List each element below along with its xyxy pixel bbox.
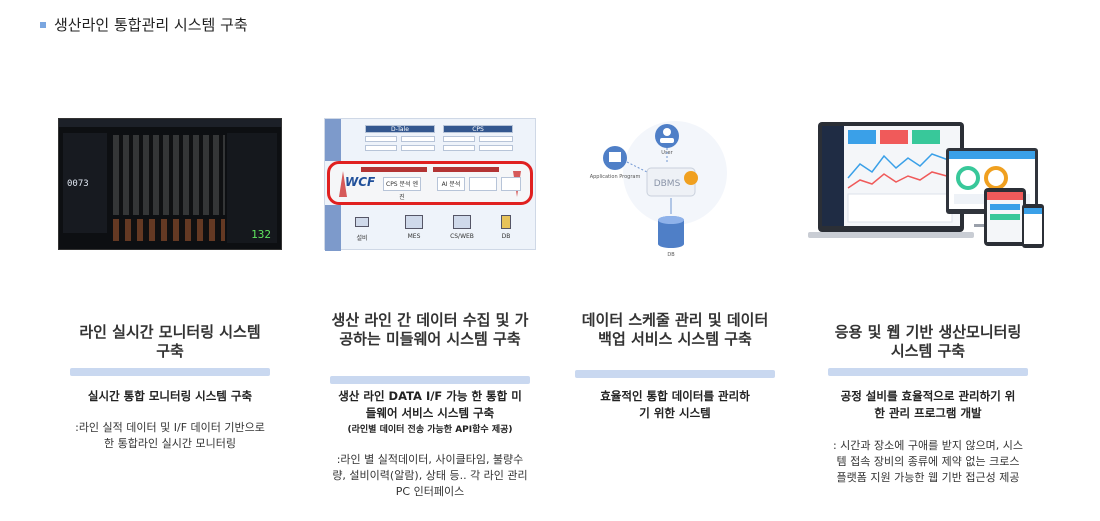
section-title: 생산라인 통합관리 시스템 구축: [54, 16, 248, 34]
feature-title: 생산 라인 간 데이터 수집 및 가공하는 미들웨어 시스템 구축: [331, 311, 529, 348]
section-header: 생산라인 통합관리 시스템 구축: [40, 14, 248, 35]
feature-subtitle: 공정 설비를 효율적으로 관리하기 위한 관리 프로그램 개발: [840, 389, 1016, 420]
ai-analysis-box: AI 분석: [437, 177, 465, 191]
gear-icon: [684, 171, 698, 185]
wcf-logo: WCF: [345, 175, 376, 189]
title-underline: [70, 368, 270, 376]
equipment-icon: [355, 217, 369, 227]
dbms-label: DBMS: [654, 179, 681, 189]
monitor-big-number: 132: [251, 228, 271, 241]
monitoring-screen-image: 0073 132: [50, 118, 290, 258]
database-icon: [501, 215, 511, 229]
title-underline: [828, 368, 1028, 376]
multi-device-dashboard-image: [808, 118, 1048, 258]
dbms-svg: Application Program User DBMS DB: [590, 121, 727, 258]
cps-engine-box: CPS 분석 엔진: [383, 177, 421, 201]
feature-description: :라인 별 실적데이터, 사이클타임, 불량수량, 설비이력(알람), 상태 등…: [332, 453, 528, 498]
feature-description: : 시간과 장소에 구애를 받지 않으며, 시스템 접속 장비의 종류에 제약 …: [832, 439, 1024, 484]
architecture-diagram-image: D-Tale CPS WCF CPS 분석 엔진 AI 분석 설비: [310, 118, 550, 258]
dbms-diagram-image: Application Program User DBMS DB: [555, 118, 795, 258]
square-bullet-icon: [40, 21, 46, 28]
feature-subtitle: 효율적인 통합 데이터를 관리하기 위한 시스템: [600, 389, 750, 420]
title-underline: [330, 376, 530, 384]
arrow-up-icon: [339, 171, 347, 197]
mes-monitor-icon: [405, 215, 423, 229]
feature-title: 데이터 스케줄 관리 및 데이터 백업 서비스 시스템 구축: [581, 311, 769, 348]
feature-title: 응용 및 웹 기반 생산모니터링 시스템 구축: [834, 323, 1022, 360]
feature-title: 라인 실시간 모니터링 시스템 구축: [79, 323, 261, 360]
cps-label: CPS: [443, 125, 513, 133]
d-tale-label: D-Tale: [365, 125, 435, 133]
feature-subtitle: 실시간 통합 모니터링 시스템 구축: [87, 389, 253, 403]
feature-subtitle: 생산 라인 DATA I/F 가능 한 통합 미들웨어 서비스 시스템 구축 (…: [338, 389, 522, 435]
db-label: DB: [667, 252, 675, 258]
title-underline: [575, 370, 775, 378]
application-label: Application Program: [590, 174, 641, 180]
monitor-counter: 0073: [67, 179, 89, 189]
devices-svg: [808, 122, 1044, 248]
feature-description: :라인 실적 데이터 및 I/F 데이터 기반으로 한 통합라인 실시간 모니터…: [75, 421, 265, 450]
cs-web-monitor-icon: [453, 215, 471, 229]
